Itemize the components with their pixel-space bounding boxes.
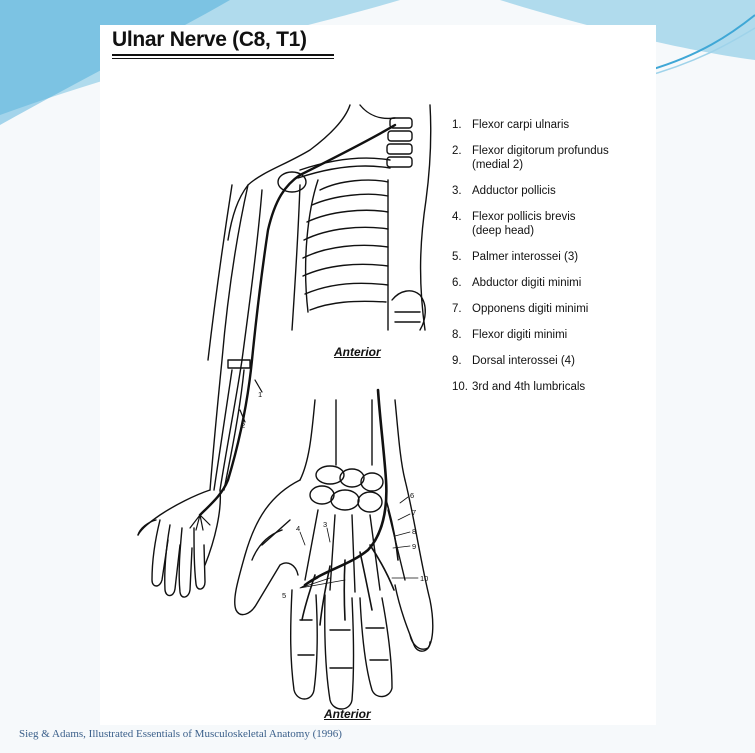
forearm-outline [300, 400, 405, 480]
callout-8: 8 [412, 527, 416, 536]
muscle-name: 3rd and 4th lumbricals [472, 380, 585, 394]
muscle-number: 6. [452, 276, 472, 290]
muscle-number: 3. [452, 184, 472, 198]
fingers [291, 585, 430, 709]
muscle-item: 10.3rd and 4th lumbricals [452, 380, 652, 394]
callout-3: 3 [323, 520, 327, 529]
muscle-name: Palmer interossei (3) [472, 250, 578, 264]
muscle-name: Abductor digiti minimi [472, 276, 581, 290]
arm-hand-fingers [138, 520, 205, 597]
callout-5: 5 [282, 591, 286, 600]
muscle-name: Flexor digitorum profundus (medial 2) [472, 144, 609, 172]
muscle-number: 4. [452, 210, 472, 238]
muscle-item: 4.Flexor pollicis brevis (deep head) [452, 210, 652, 238]
muscle-item: 6.Abductor digiti minimi [452, 276, 652, 290]
clavicle-and-shoulder [278, 158, 390, 192]
cervical-vertebrae [387, 118, 412, 167]
ulnar-nerve-hand [305, 390, 386, 585]
muscle-item: 8.Flexor digiti minimi [452, 328, 652, 342]
muscle-name: Flexor pollicis brevis (deep head) [472, 210, 576, 238]
muscle-name: Dorsal interossei (4) [472, 354, 575, 368]
muscle-list: 1.Flexor carpi ulnaris2.Flexor digitorum… [452, 118, 652, 394]
carpal-bones [310, 466, 383, 512]
callout-10: 10 [420, 574, 428, 583]
muscle-number: 5. [452, 250, 472, 264]
muscle-number: 1. [452, 118, 472, 132]
arm-outline [138, 185, 262, 565]
muscle-item: 9.Dorsal interossei (4) [452, 354, 652, 368]
pelvis-spine [392, 291, 425, 330]
muscle-name: Opponens digiti minimi [472, 302, 588, 316]
view-label-hand: Anterior [324, 707, 371, 721]
muscle-number: 10. [452, 380, 472, 394]
callout-1: 1 [258, 390, 262, 399]
callout-9: 9 [412, 542, 416, 551]
muscle-name: Flexor digiti minimi [472, 328, 567, 342]
muscle-item: 1.Flexor carpi ulnaris [452, 118, 652, 132]
muscle-name: Flexor carpi ulnaris [472, 118, 569, 132]
muscle-number: 9. [452, 354, 472, 368]
muscle-item: 3.Adductor pollicis [452, 184, 652, 198]
muscle-name: Adductor pollicis [472, 184, 556, 198]
callout-2: 2 [241, 421, 245, 430]
ulnar-nerve-arm [200, 125, 395, 515]
muscle-number: 8. [452, 328, 472, 342]
callout-6: 6 [410, 491, 414, 500]
rib-cage [303, 180, 388, 330]
muscle-item: 7.Opponens digiti minimi [452, 302, 652, 316]
muscle-number: 7. [452, 302, 472, 316]
muscle-number: 2. [452, 144, 472, 172]
muscle-item: 5.Palmer interossei (3) [452, 250, 652, 264]
callout-7: 7 [412, 508, 416, 517]
source-caption: Sieg & Adams, Illustrated Essentials of … [19, 728, 342, 740]
view-label-arm: Anterior [334, 345, 381, 359]
callout-4: 4 [296, 524, 300, 533]
muscle-item: 2.Flexor digitorum profundus (medial 2) [452, 144, 652, 172]
